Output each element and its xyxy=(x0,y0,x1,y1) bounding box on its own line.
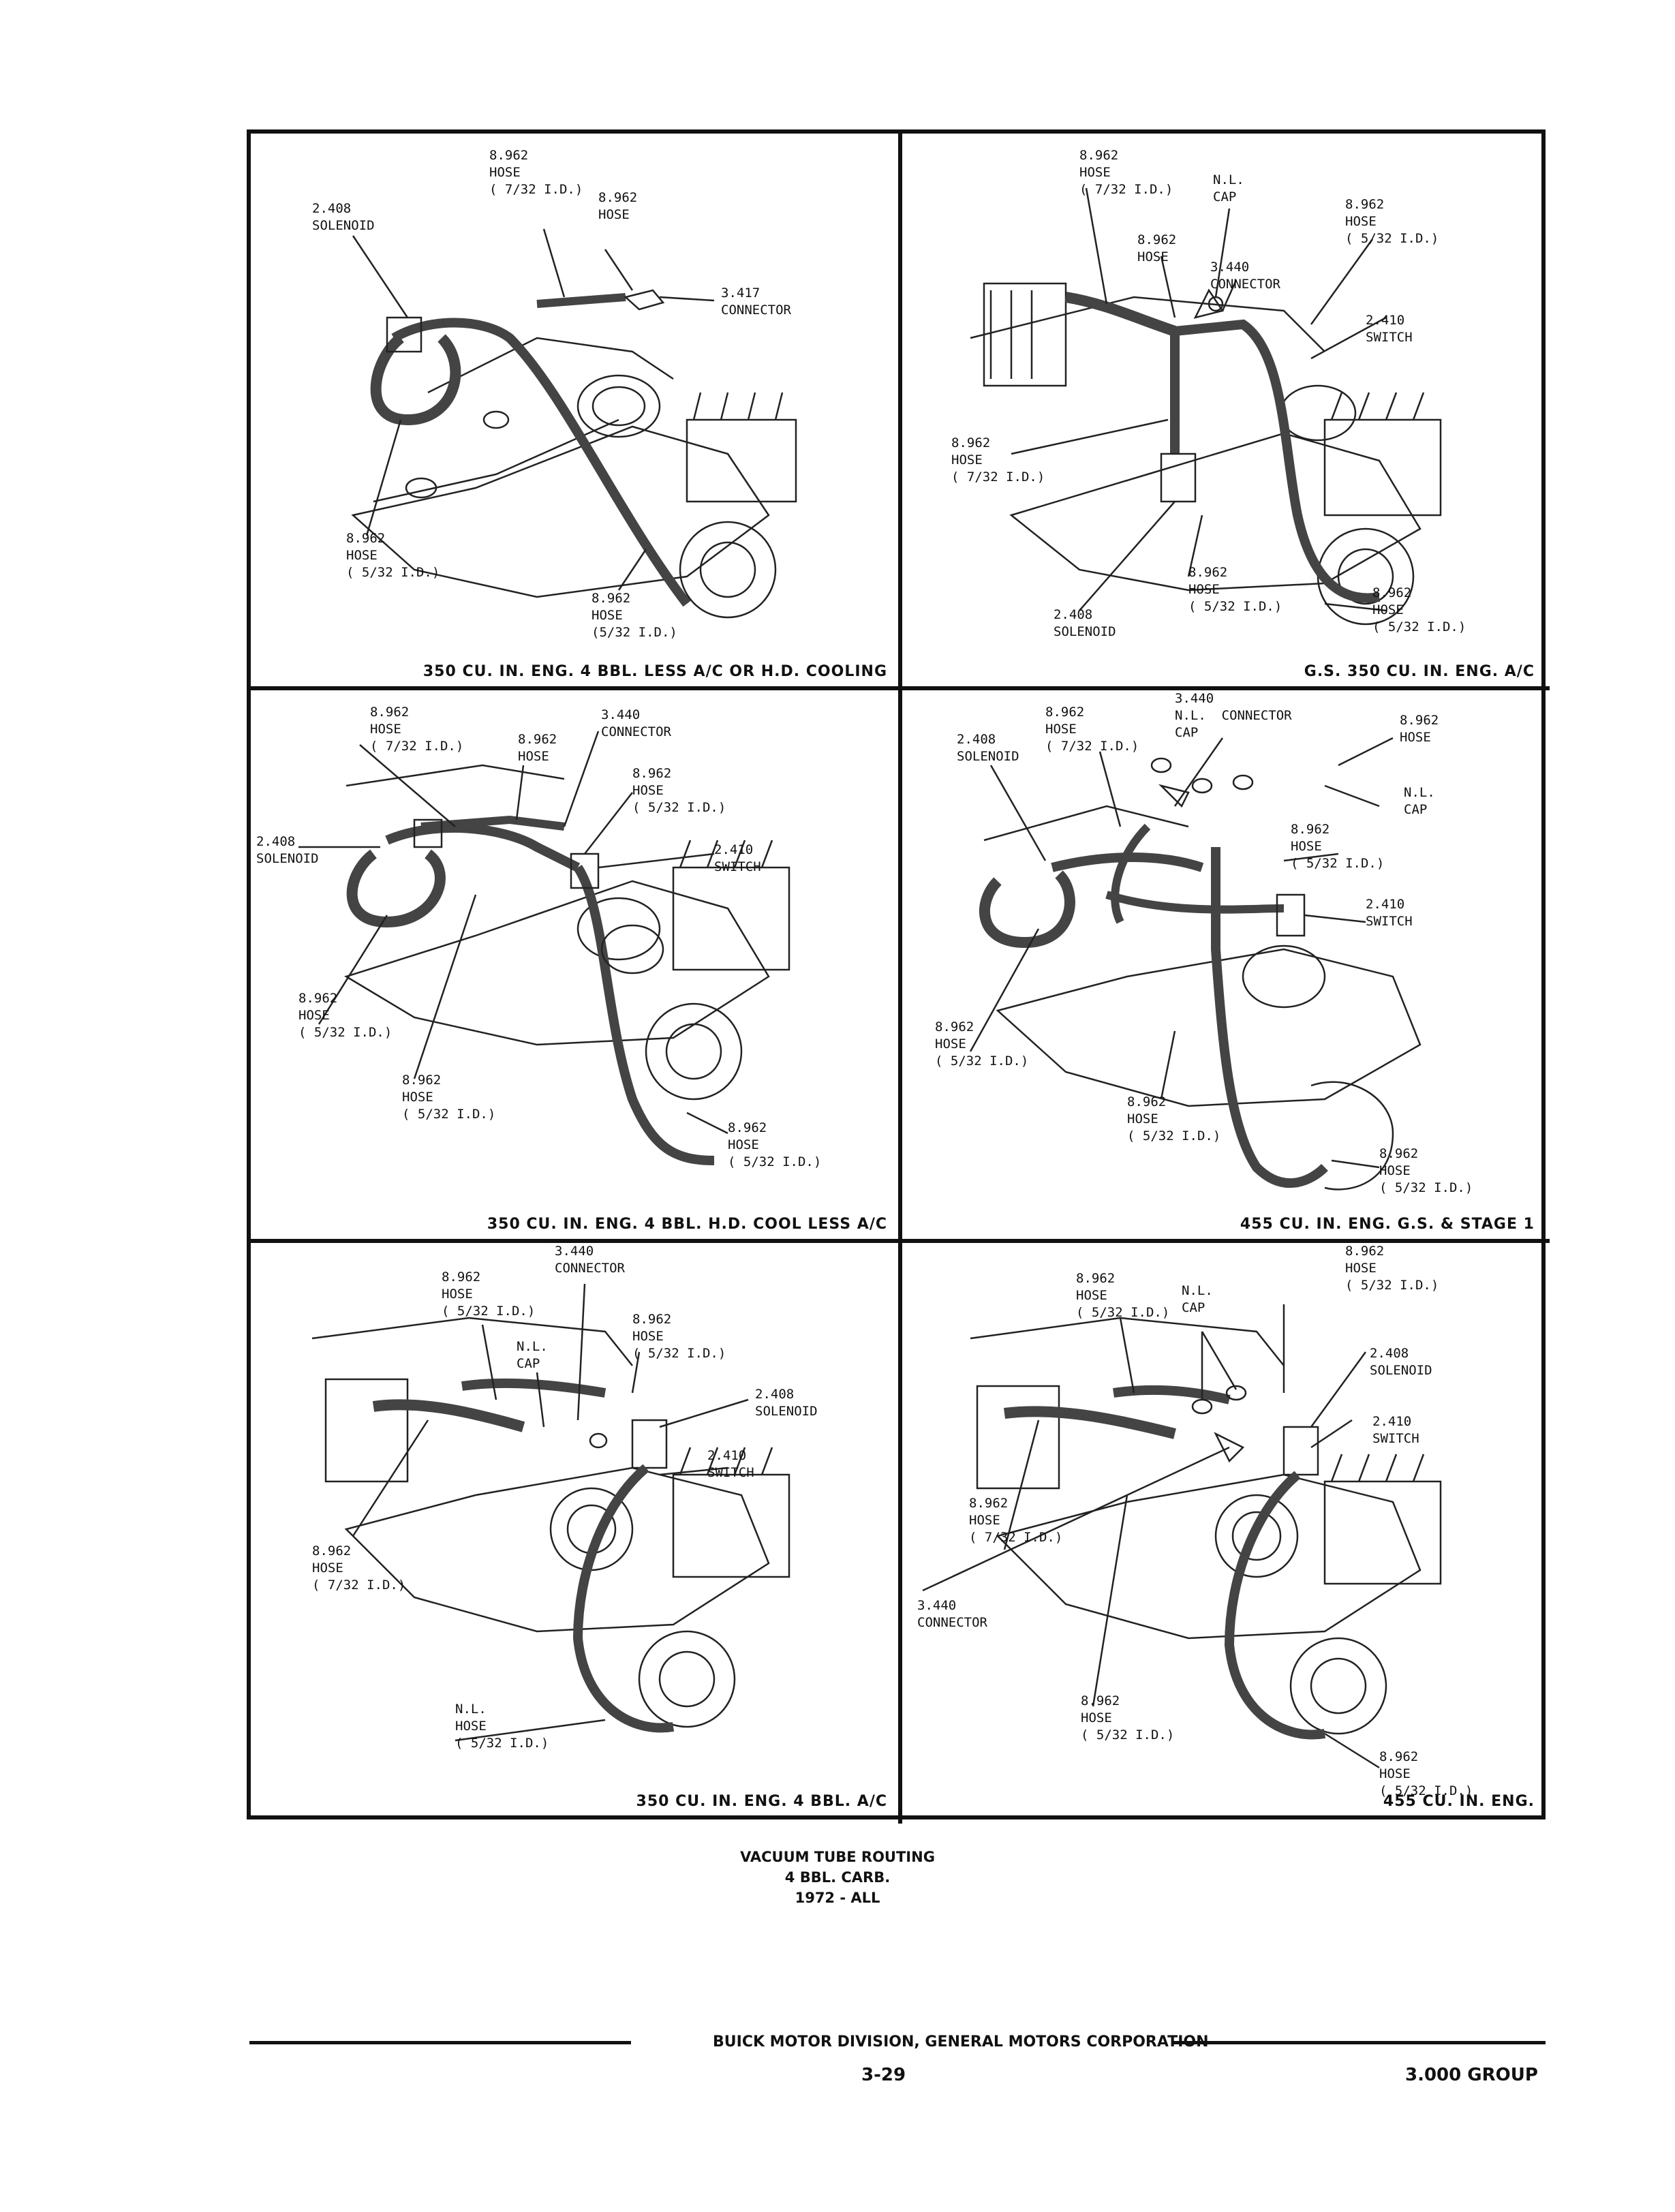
hose-5-32-top-label: 8.962 HOSE ( 5/32 I.D.) xyxy=(1345,1244,1439,1293)
hose-label: 8.962 HOSE xyxy=(1400,713,1439,745)
leader-lines xyxy=(922,1304,1380,1769)
hose-5-32-center-label: 8.962 HOSE ( 5/32 I.D.) xyxy=(1127,1094,1221,1143)
hose-7-32-label: 8.962 HOSE ( 7/32 I.D.) xyxy=(1079,148,1173,197)
solenoid-label: 2.408 SOLENOID xyxy=(312,201,375,233)
hose-7-32-label: 8.962 HOSE ( 7/32 I.D.) xyxy=(370,705,464,754)
connector-label: 3.417 CONNECTOR xyxy=(721,286,791,318)
hose-5-32-right-label: 8.962 HOSE ( 5/32 I.D.) xyxy=(1379,1749,1473,1798)
panel-caption: 350 CU. IN. ENG. 4 BBL. LESS A/C OR H.D.… xyxy=(422,663,887,680)
engine-illustration xyxy=(970,282,1442,626)
switch-label: 2.410 SWITCH xyxy=(714,842,761,874)
hose-7-32-label: 8.962 HOSE ( 7/32 I.D.) xyxy=(1045,705,1139,754)
nl-cap-right-label: N.L. CAP xyxy=(1404,785,1435,817)
engine-illustration xyxy=(979,757,1422,1191)
diagram-panel-gs-350-ac: 8.962 HOSE ( 7/32 I.D.) N.L. CAP 8.962 H… xyxy=(902,134,1546,687)
panel-caption: G.S. 350 CU. IN. ENG. A/C xyxy=(1304,663,1535,680)
hose-5-32-label: 8.962 HOSE ( 5/32 I.D.) xyxy=(632,1312,726,1361)
hose-5-32-right-label: 8.962 HOSE ( 5/32 I.D.) xyxy=(1372,585,1466,634)
footer-rule-left xyxy=(249,2041,631,2044)
engine-illustration xyxy=(970,1317,1442,1740)
hose-5-32-right-label: 8.962 HOSE ( 5/32 I.D.) xyxy=(1379,1146,1473,1195)
hose-5-32-lower-label: 8.962 HOSE (5/32 I.D.) xyxy=(591,591,677,640)
hose-5-32-label: 8.962 HOSE ( 5/32 I.D.) xyxy=(632,766,726,815)
hose-label: 8.962 HOSE xyxy=(518,732,557,764)
switch-label: 2.410 SWITCH xyxy=(1366,313,1413,345)
solenoid-label: 2.408 SOLENOID xyxy=(1054,607,1116,639)
hose-5-32-left-label: 8.962 HOSE ( 5/32 I.D.) xyxy=(935,1019,1029,1069)
hose-5-32-center-label: 8.962 HOSE ( 5/32 I.D.) xyxy=(1081,1693,1175,1742)
diagram-panel-455-gs-stage1: 8.962 HOSE ( 7/32 I.D.) 3.440 N.L. CONNE… xyxy=(902,690,1546,1240)
nl-hose-label: N.L. HOSE ( 5/32 I.D.) xyxy=(455,1702,549,1751)
figure-subtitle: 4 BBL. CARB. xyxy=(784,1869,891,1886)
diagram-panel-350-ac: 3.440 CONNECTOR 8.962 HOSE ( 5/32 I.D.) … xyxy=(251,1243,898,1819)
panel-caption: 455 CU. IN. ENG. xyxy=(1383,1793,1535,1810)
panel-caption: 350 CU. IN. ENG. 4 BBL. A/C xyxy=(636,1793,887,1810)
group-label: 3.000 GROUP xyxy=(1405,2065,1538,2085)
hose-7-32-label: 8.962 HOSE ( 7/32 I.D.) xyxy=(489,148,583,197)
engine-illustration xyxy=(343,764,790,1165)
footer-division: BUICK MOTOR DIVISION, GENERAL MOTORS COR… xyxy=(713,2033,1209,2050)
engine-illustration xyxy=(311,1317,790,1733)
connector-label: 3.440 CONNECTOR xyxy=(555,1244,625,1276)
hose-5-32-center-label: 8.962 HOSE ( 5/32 I.D.) xyxy=(402,1073,496,1122)
solenoid-label: 2.408 SOLENOID xyxy=(1370,1346,1432,1378)
solenoid-label: 2.408 SOLENOID xyxy=(755,1387,818,1419)
switch-label: 2.410 SWITCH xyxy=(1372,1414,1419,1446)
grid-lines xyxy=(251,134,1550,1824)
nl-cap-label: N.L. CAP xyxy=(517,1339,548,1371)
diagram-panel-455: 8.962 HOSE ( 5/32 I.D.) 8.962 HOSE ( 5/3… xyxy=(902,1243,1546,1819)
hose-label: 8.962 HOSE xyxy=(1137,232,1177,264)
switch-label: 2.410 SWITCH xyxy=(707,1448,754,1480)
hose-5-32-left-label: 8.962 HOSE ( 5/32 I.D.) xyxy=(1076,1271,1170,1320)
page-number: 3-29 xyxy=(861,2065,906,2085)
switch-label: 2.410 SWITCH xyxy=(1366,897,1413,929)
nl-cap-label: N.L. CAP xyxy=(1182,1283,1213,1315)
diagram-grid: 8.962 HOSE ( 7/32 I.D.) 8.962 HOSE 2.408… xyxy=(247,129,1550,1824)
hose-5-32-label: 8.962 HOSE ( 5/32 I.D.) xyxy=(346,531,440,580)
engine-illustration xyxy=(351,289,797,619)
connector-label: 3.440 CONNECTOR xyxy=(1210,260,1280,292)
hose-7-32-label: 8.962 HOSE ( 7/32 I.D.) xyxy=(312,1543,406,1593)
diagram-panel-350-hd-cool: 8.962 HOSE ( 7/32 I.D.) 3.440 CONNECTOR … xyxy=(251,690,898,1240)
solenoid-label: 2.408 SOLENOID xyxy=(256,834,319,866)
hose-5-32-left-label: 8.962 HOSE ( 5/32 I.D.) xyxy=(442,1270,536,1319)
hose-7-32-lower-label: 8.962 HOSE ( 7/32 I.D.) xyxy=(951,435,1045,485)
footer-rule-right xyxy=(1172,2041,1546,2044)
figure-title: VACUUM TUBE ROUTING xyxy=(740,1849,935,1865)
hose-5-32-left-label: 8.962 HOSE ( 5/32 I.D.) xyxy=(298,991,393,1040)
diagram-panel-350-less-ac: 8.962 HOSE ( 7/32 I.D.) 8.962 HOSE 2.408… xyxy=(251,134,898,687)
nl-cap-connector-label: 3.440 N.L. CONNECTOR CAP xyxy=(1175,691,1292,740)
hose-label: 8.962 HOSE xyxy=(598,190,638,222)
leader-lines xyxy=(352,1283,749,1742)
connector-label: 3.440 CONNECTOR xyxy=(601,707,671,739)
hose-5-32-label: 8.962 HOSE ( 5/32 I.D.) xyxy=(1291,822,1385,871)
figure-year: 1972 - ALL xyxy=(795,1890,880,1906)
hose-5-32-right-label: 8.962 HOSE ( 5/32 I.D.) xyxy=(728,1120,822,1169)
solenoid-label: 2.408 SOLENOID xyxy=(957,732,1019,764)
panel-caption: 455 CU. IN. ENG. G.S. & STAGE 1 xyxy=(1240,1216,1535,1233)
hose-5-32-label: 8.962 HOSE ( 5/32 I.D.) xyxy=(1345,197,1439,246)
hose-5-32-center-label: 8.962 HOSE ( 5/32 I.D.) xyxy=(1188,565,1282,614)
hose-7-32-label: 8.962 HOSE ( 7/32 I.D.) xyxy=(969,1496,1063,1545)
leader-lines xyxy=(298,731,728,1135)
leader-lines xyxy=(352,228,715,591)
leader-lines xyxy=(969,737,1394,1169)
panel-caption: 350 CU. IN. ENG. 4 BBL. H.D. COOL LESS A… xyxy=(487,1216,887,1233)
connector-label: 3.440 CONNECTOR xyxy=(917,1598,987,1630)
leader-lines xyxy=(1011,187,1387,612)
nl-cap-label: N.L. CAP xyxy=(1213,172,1244,204)
